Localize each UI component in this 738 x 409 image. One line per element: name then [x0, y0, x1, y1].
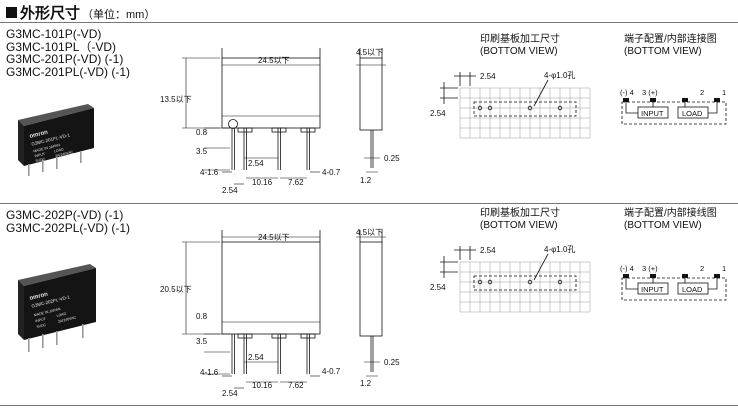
model-name: G3MC-101P(-VD)	[6, 27, 102, 41]
dim-height: 20.5以下	[160, 285, 192, 294]
product-text: LOAD	[56, 312, 67, 318]
product-text: 2A/240VAC	[58, 315, 77, 323]
pcb-view: (BOTTOM VIEW)	[480, 220, 558, 231]
product-image-2: omron G3MC-202PL-VD-1 MADE IN JAPAN INPU…	[18, 264, 96, 352]
pin-label: 1	[722, 88, 726, 97]
product-made: MADE IN JAPAN	[33, 307, 61, 318]
pcb-holes: 4-φ1.0孔	[544, 71, 575, 80]
terminal-diagram-1: (-) 4 3 (+) 2 1 INPUT LOAD	[620, 88, 727, 125]
pcb-grid-2: 2.54 2.54 4-φ1.0孔	[430, 245, 591, 313]
dimension-drawing-2: 24.5以下 20.5以下 0.8 3.5 2.54 4-1.6 2.54 10…	[160, 228, 400, 398]
product-made: MADE IN JAPAN	[33, 143, 61, 154]
product-image-1: omron G3MC-201PL-VD-1 MADE IN JAPAN INPU…	[18, 104, 94, 176]
dim-height: 13.5以下	[160, 95, 192, 104]
model-name: G3MC-202P(-VD) (-1)	[6, 208, 124, 222]
product-text: LOAD	[54, 147, 65, 153]
product-brand: omron	[29, 292, 49, 302]
dim-label: 0.25	[384, 358, 400, 367]
dim-label: 0.8	[196, 312, 208, 321]
terminal-view: (BOTTOM VIEW)	[624, 220, 702, 231]
dim-label: 2.54	[248, 159, 264, 168]
product-text: 2A/240VAC	[55, 150, 74, 158]
square-bullet-icon	[6, 7, 17, 18]
product-text: INPUT	[34, 152, 46, 159]
dim-label: 1.2	[360, 176, 372, 185]
dim-label: 7.62	[288, 381, 304, 390]
dim-label: 4-0.7	[322, 367, 341, 376]
product-text: 5VDC	[35, 157, 46, 163]
pin-label: 1	[722, 264, 726, 273]
pcb-view: (BOTTOM VIEW)	[480, 46, 558, 57]
product-text: 5VDC	[36, 323, 47, 329]
section-divider	[0, 203, 738, 204]
dim-label: 2.54	[248, 353, 264, 362]
models-section-1: G3MC-101P(-VD) G3MC-101PL（-VD) G3MC-201P…	[6, 28, 130, 78]
pin-label: (-) 4	[620, 88, 634, 97]
pcb-title: 印刷基板加工尺寸	[480, 34, 560, 45]
terminal-diagram-2: (-) 4 3 (+) 2 1 INPUT LOAD	[620, 264, 727, 301]
product-text: INPUT	[35, 317, 47, 324]
bottom-divider	[0, 405, 738, 406]
pcb-pitch-v: 2.54	[430, 109, 446, 118]
pcb-pitch-h: 2.54	[480, 246, 496, 255]
dim-label: 0.8	[196, 128, 208, 137]
dim-width: 4.5以下	[356, 48, 383, 57]
load-label: LOAD	[682, 285, 703, 294]
pcb-grid-1: 2.54 2.54 4-φ1.0孔	[430, 71, 591, 139]
pcb-holes: 4-φ1.0孔	[544, 245, 575, 254]
dim-label: 3.5	[196, 147, 208, 156]
header-divider	[0, 22, 738, 23]
dim-label: 2.54	[222, 186, 238, 195]
model-name: G3MC-101PL（-VD)	[6, 39, 117, 54]
pcb-title: 印刷基板加工尺寸	[480, 208, 560, 219]
pin-label: 2	[700, 88, 704, 97]
dim-width: 4.5以下	[356, 228, 383, 237]
models-section-2: G3MC-202P(-VD) (-1) G3MC-202PL(-VD) (-1)	[6, 209, 130, 234]
dim-label: 1.2	[360, 379, 372, 388]
pcb-caption-2: 印刷基板加工尺寸 (BOTTOM VIEW)	[480, 208, 560, 232]
pcb-pitch-v: 2.54	[430, 283, 446, 292]
unit-note: （单位：mm）	[82, 9, 156, 21]
model-name: G3MC-201P(-VD) (-1)	[6, 52, 124, 66]
dim-label: 0.25	[384, 154, 400, 163]
pin-label: 2	[700, 264, 704, 273]
dim-label: 10.16	[252, 178, 273, 187]
header: 外形尺寸 （单位：mm）	[6, 2, 155, 23]
dim-length: 24.5以下	[258, 233, 290, 242]
dim-label: 4-0.7	[322, 168, 341, 177]
pcb-pitch-h: 2.54	[480, 72, 496, 81]
dim-label: 7.62	[288, 178, 304, 187]
dim-label: 3.5	[196, 337, 208, 346]
input-label: INPUT	[641, 109, 664, 118]
model-name: G3MC-202PL(-VD) (-1)	[6, 220, 131, 235]
load-label: LOAD	[682, 109, 703, 118]
dim-label: 4-1.6	[200, 368, 219, 377]
pcb-caption-1: 印刷基板加工尺寸 (BOTTOM VIEW)	[480, 34, 560, 58]
page-title: 外形尺寸	[20, 5, 81, 22]
terminal-title: 端子配置/内部连接图	[624, 34, 717, 45]
pin-label: 3 (+)	[642, 264, 658, 273]
terminal-view: (BOTTOM VIEW)	[624, 46, 702, 57]
model-name: G3MC-201PL(-VD) (-1)	[6, 64, 131, 79]
dim-label: 10.16	[252, 381, 273, 390]
pin-label: (-) 4	[620, 264, 634, 273]
input-label: INPUT	[641, 285, 664, 294]
dim-length: 24.5以下	[258, 56, 290, 65]
terminal-caption-1: 端子配置/内部连接图 (BOTTOM VIEW)	[624, 34, 717, 58]
product-brand: omron	[29, 130, 49, 140]
pin-label: 3 (+)	[642, 88, 658, 97]
dim-label: 4-1.6	[200, 168, 219, 177]
terminal-caption-2: 端子配置/内部接线图 (BOTTOM VIEW)	[624, 208, 717, 232]
dim-label: 2.54	[222, 389, 238, 398]
dimension-drawing-1: 24.5以下 13.5以下 0.8 3.5 2.54 4-1.6 2.54 10…	[160, 48, 400, 195]
terminal-title: 端子配置/内部接线图	[624, 208, 717, 219]
